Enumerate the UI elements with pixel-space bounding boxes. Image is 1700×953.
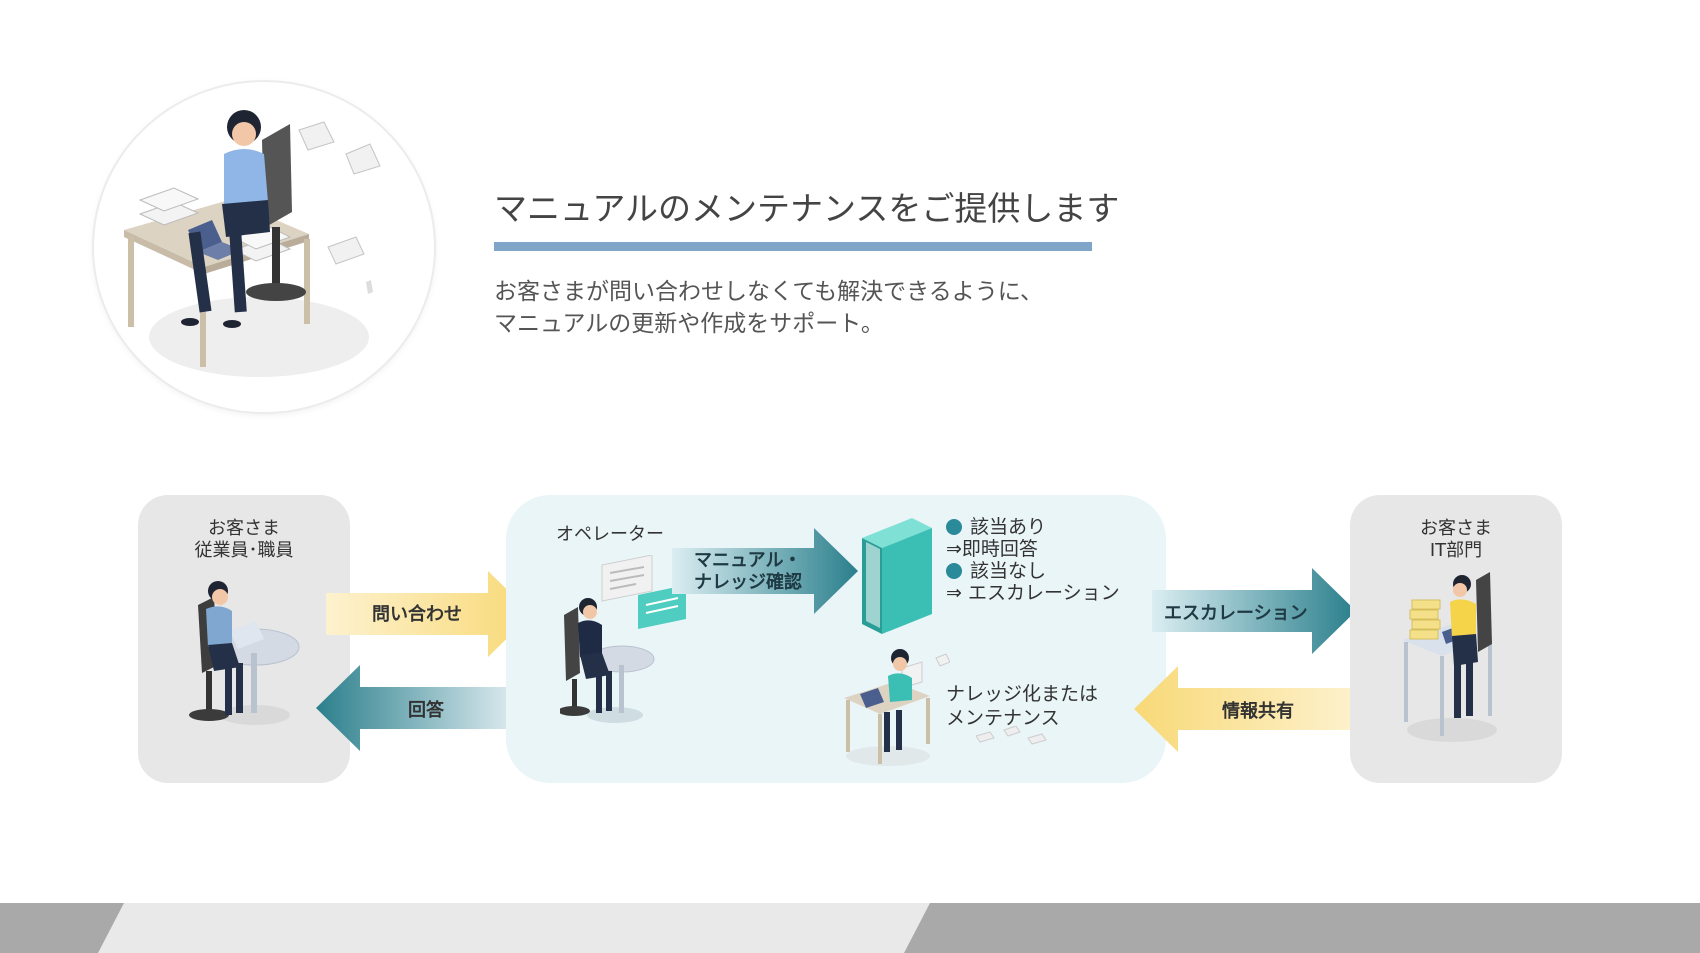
knowledge-label-line2: メンテナンス — [946, 707, 1060, 729]
inquiry-arrow-label: 問い合わせ — [372, 604, 462, 625]
customer-it-label-line1: お客さま — [1420, 518, 1492, 539]
operator-illustration — [560, 555, 686, 723]
page-title: マニュアルのメンテナンスをご提供します — [494, 189, 1120, 228]
scattered-papers-icon — [976, 726, 1047, 745]
result-item-1: 該当あり — [946, 516, 1120, 538]
customer-employee-label: お客さま 従業員･職員 — [138, 518, 350, 562]
operator-panel — [506, 495, 1166, 783]
manual-check-arrow — [672, 528, 858, 614]
result-item-1-text: 該当あり — [970, 516, 1047, 538]
result-item-1-sub: ⇒即時回答 — [946, 538, 1038, 560]
inquiry-arrow — [326, 571, 532, 657]
result-item-2: 該当なし — [946, 560, 1120, 582]
footer-band-highlight — [98, 903, 930, 953]
staff-at-desk-illustration — [844, 649, 950, 766]
result-item-2-sub: ⇒ エスカレーション — [946, 582, 1120, 604]
description-line-2: マニュアルの更新や作成をサポート。 — [494, 311, 884, 337]
description-line-1: お客さまが問い合わせしなくても解決できるように、 — [494, 279, 1044, 305]
customer-it-label: お客さま IT部門 — [1350, 518, 1562, 562]
info-share-arrow-label: 情報共有 — [1222, 701, 1294, 722]
answer-arrow — [316, 665, 520, 751]
knowledge-label-line1: ナレッジ化または — [946, 683, 1099, 705]
customer-at-desk-illustration — [189, 581, 300, 725]
woman-at-desk-illustration — [124, 110, 381, 377]
it-staff-illustration — [1402, 572, 1497, 742]
result-list: 該当あり ⇒即時回答 該当なし ⇒ エスカレーション — [946, 516, 1120, 604]
knowledge-label: ナレッジ化または メンテナンス — [946, 682, 1098, 730]
operator-label: オペレーター — [556, 524, 664, 545]
book-icon — [862, 518, 932, 634]
customer-it-label-line2: IT部門 — [1429, 540, 1483, 561]
escalation-arrow-label: エスカレーション — [1164, 603, 1308, 624]
customer-employee-label-line1: お客さま — [208, 518, 280, 539]
manual-check-arrow-label: マニュアル・ ナレッジ確認 — [694, 550, 802, 594]
title-underline — [494, 242, 1092, 251]
customer-employee-label-line2: 従業員･職員 — [194, 540, 294, 561]
page-description: お客さまが問い合わせしなくても解決できるように、 マニュアルの更新や作成をサポー… — [494, 276, 1043, 340]
escalation-arrow — [1152, 568, 1356, 654]
manual-check-line2: ナレッジ確認 — [694, 572, 802, 593]
info-share-arrow — [1134, 666, 1360, 752]
answer-arrow-label: 回答 — [408, 700, 444, 721]
hero-illustration-circle — [94, 82, 434, 412]
manual-check-line1: マニュアル・ — [694, 550, 802, 571]
result-dot-2 — [946, 563, 962, 579]
result-item-2-text: 該当なし — [970, 560, 1047, 582]
result-dot-1 — [946, 519, 962, 535]
